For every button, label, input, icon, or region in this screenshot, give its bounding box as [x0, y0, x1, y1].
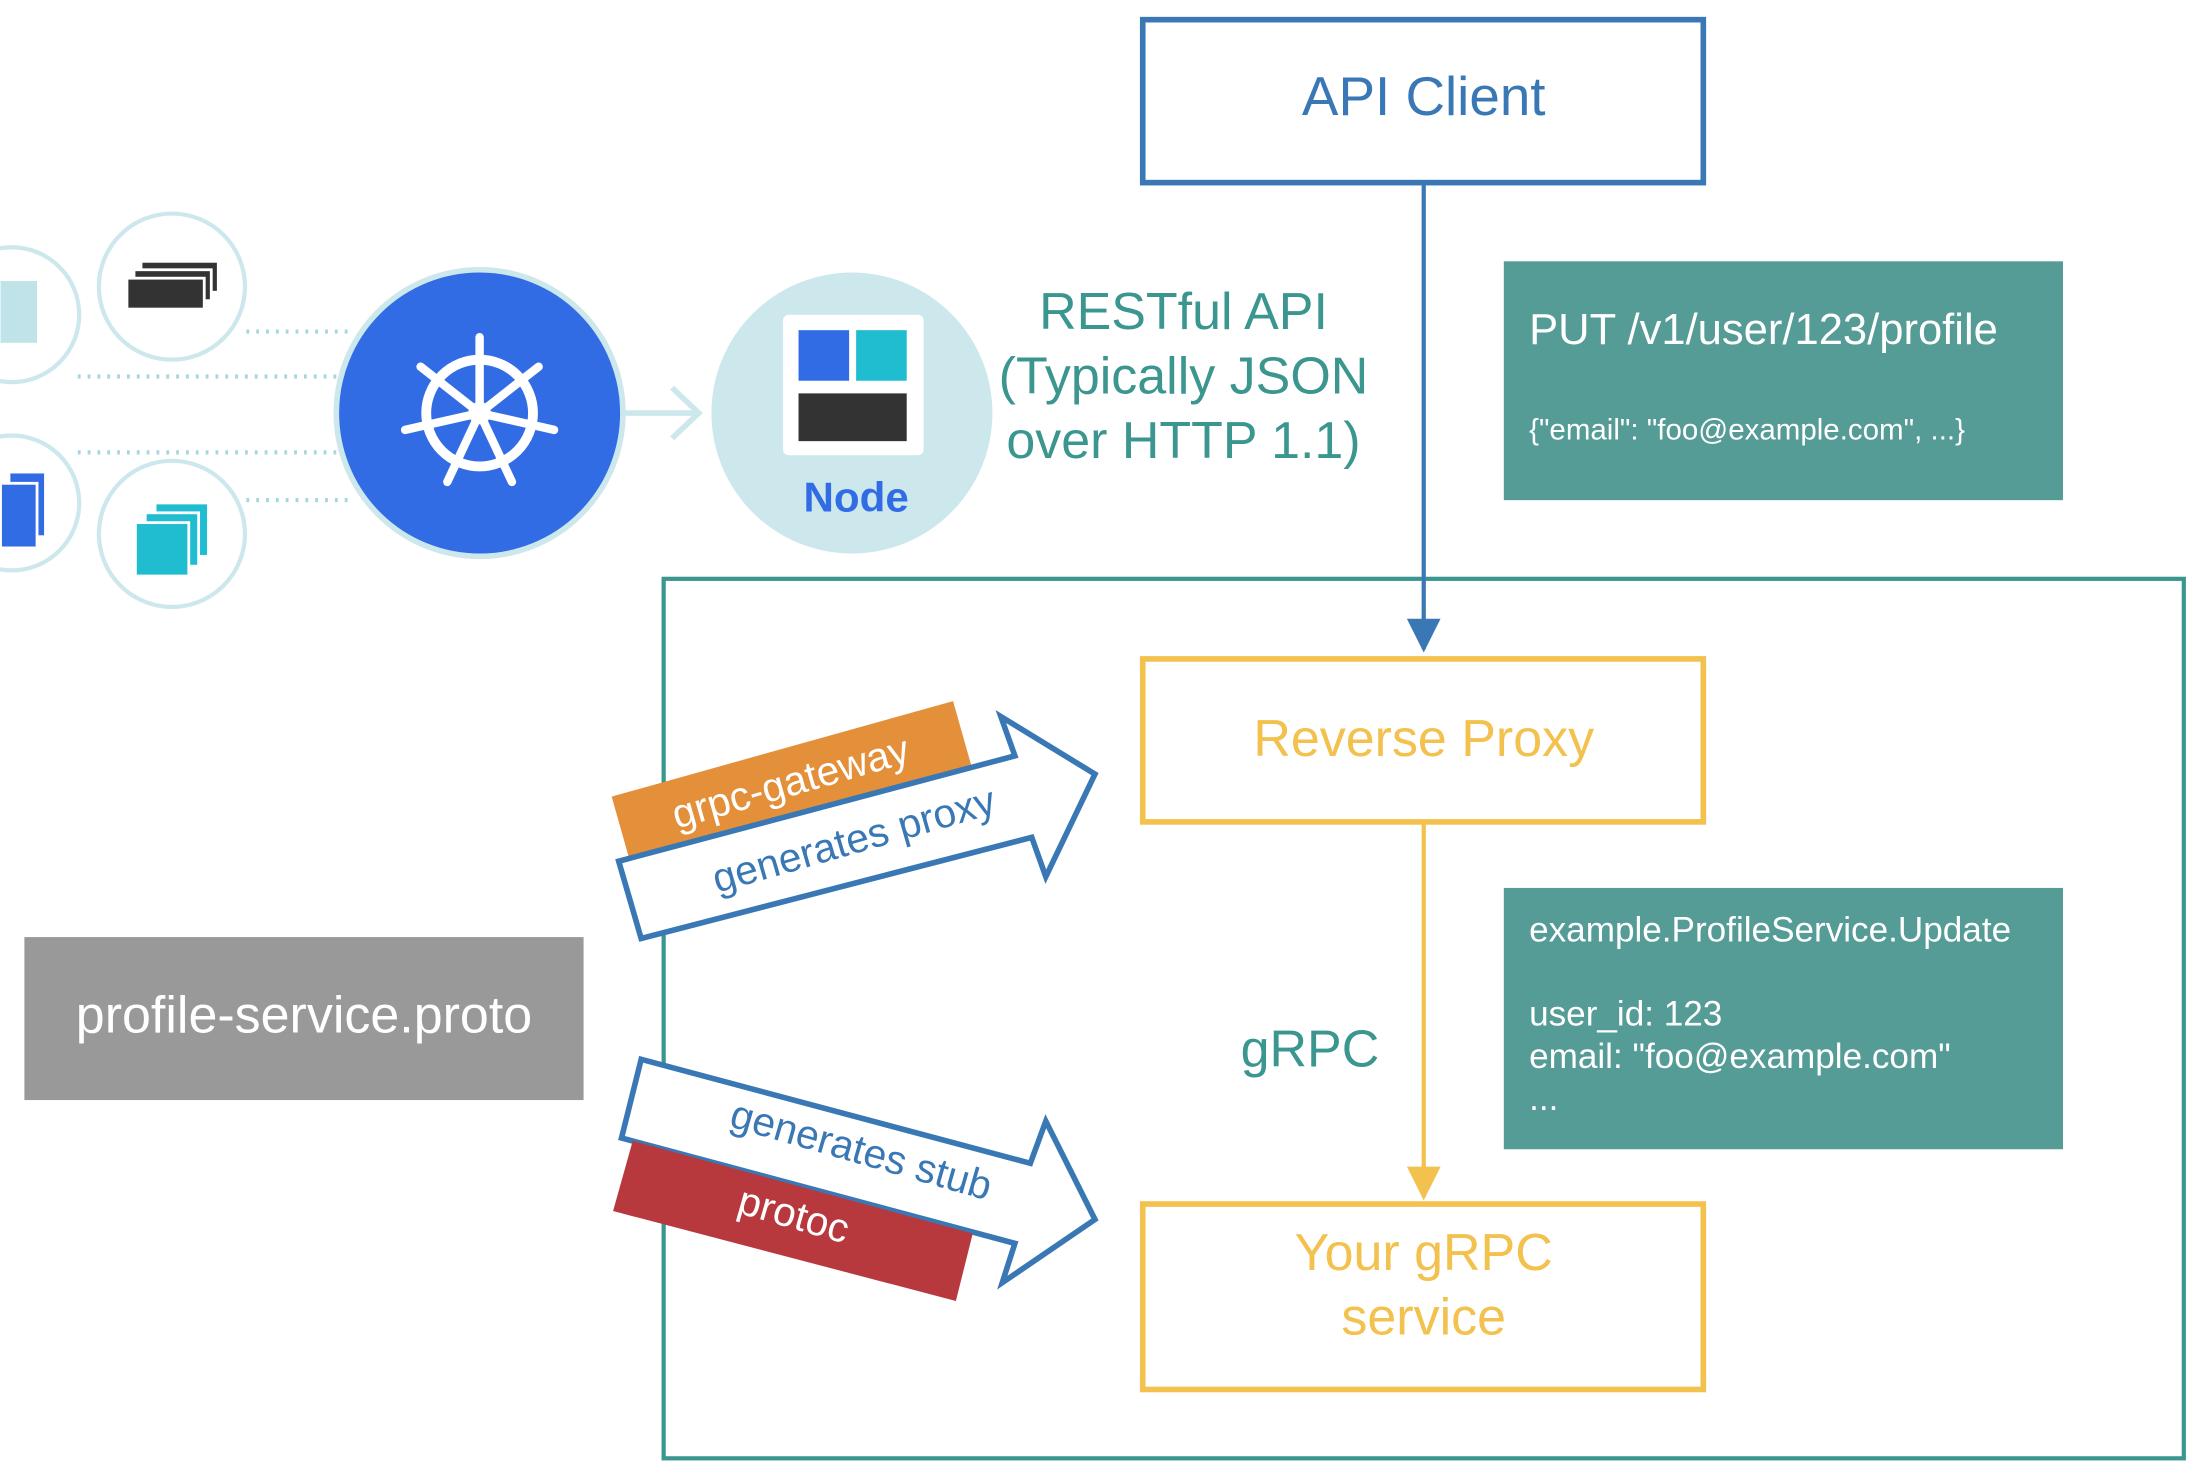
kubernetes-graphic: Node [0, 211, 993, 610]
pod-blue-stack-icon [0, 470, 47, 550]
kubernetes-wheel-icon [400, 332, 559, 487]
grpc-service-label-line2: service [1341, 1289, 1506, 1347]
reverse-proxy-node[interactable]: Reverse Proxy [1139, 656, 1707, 825]
rest-edge-label: RESTful API (Typically JSON over HTTP 1.… [999, 283, 1369, 470]
rest-label-line2: (Typically JSON [999, 347, 1369, 405]
rest-label-line3: over HTTP 1.1) [1006, 412, 1360, 470]
grpc-edge-label: gRPC [1241, 1020, 1380, 1078]
put-request-line1: PUT /v1/user/123/profile [1529, 306, 1998, 354]
grpc-call-note: example.ProfileService.Update user_id: 1… [1503, 887, 2063, 1150]
generates-proxy-arrow-shape [615, 709, 1099, 942]
grpc-call-line2: user_id: 123 [1529, 995, 1722, 1034]
node-label: Node [803, 473, 908, 520]
pod-connectors [77, 329, 352, 503]
api-client-node[interactable]: API Client [1139, 16, 1707, 186]
generates-stub-arrow: generates stub protoc [613, 1055, 1099, 1301]
pod-cyan-stack-icon [133, 501, 210, 578]
node-icon [783, 314, 924, 456]
grpc-service-node[interactable]: Your gRPC service [1139, 1201, 1707, 1393]
rest-label-line1: RESTful API [1039, 283, 1328, 341]
protoc-banner [613, 1140, 973, 1301]
api-client-label: API Client [1302, 65, 1546, 127]
grpc-service-label-line1: Your gRPC [1295, 1224, 1553, 1282]
generates-proxy-arrow: grpc-gateway generates proxy [611, 701, 1099, 942]
pod-icon-light [0, 280, 38, 343]
grpc-call-line4: ... [1529, 1079, 1558, 1118]
put-request-line2: {"email": "foo@example.com", ...} [1529, 414, 1965, 447]
reverse-proxy-label: Reverse Proxy [1253, 710, 1594, 768]
generates-stub-arrow-shape [618, 1055, 1099, 1290]
grpc-call-line1: example.ProfileService.Update [1529, 910, 2011, 949]
proto-file-label: profile-service.proto [76, 987, 532, 1045]
chevron-right-icon [670, 385, 703, 441]
proto-file-node[interactable]: profile-service.proto [24, 937, 584, 1101]
put-request-note: PUT /v1/user/123/profile {"email": "foo@… [1503, 261, 2063, 501]
pod-stack-icon [125, 259, 220, 311]
grpc-call-line3: email: "foo@example.com" [1529, 1037, 1951, 1076]
grpc-gateway-banner [611, 701, 972, 862]
